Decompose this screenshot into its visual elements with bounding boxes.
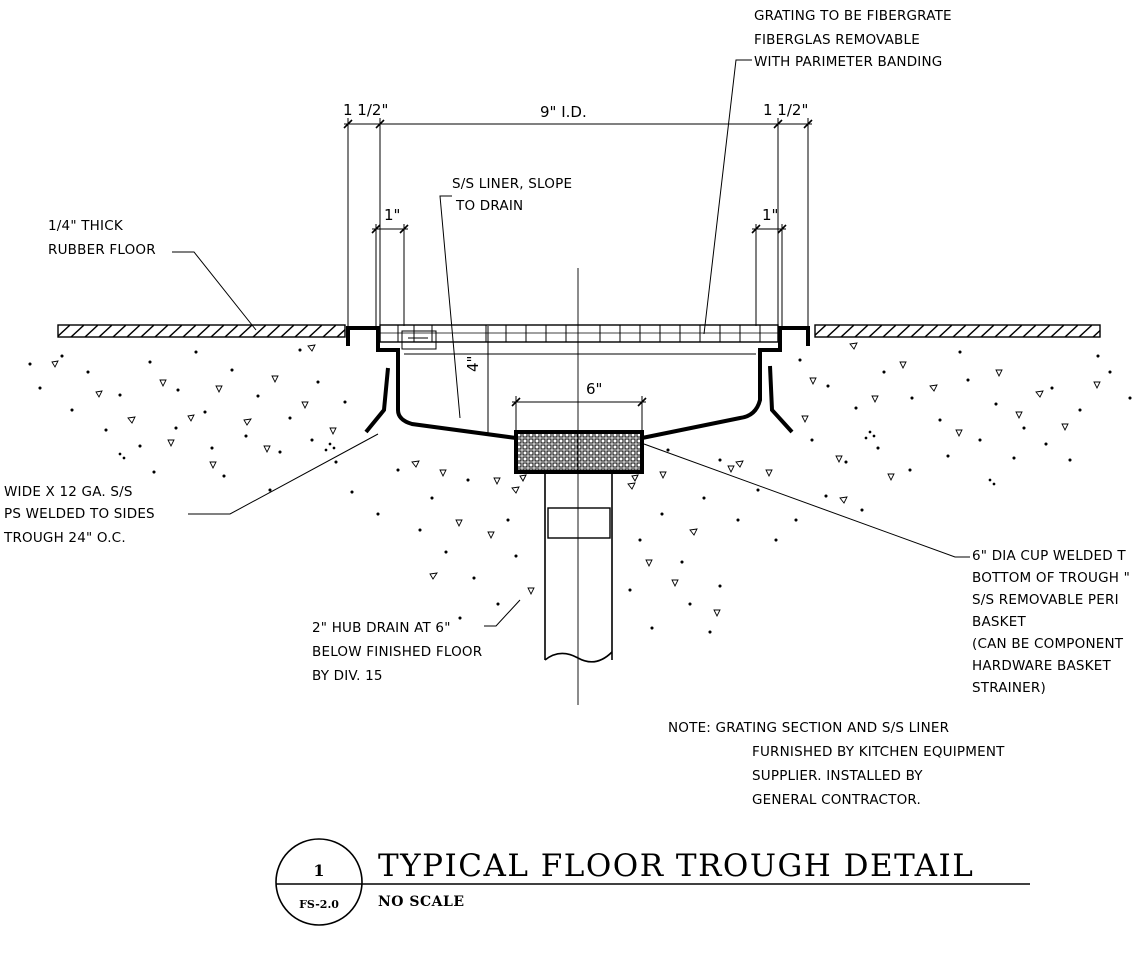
cup-line-1: 6" DIA CUP WELDED T: [972, 548, 1126, 564]
detail-title: TYPICAL FLOOR TROUGH DETAIL: [378, 848, 974, 884]
hub-drain-line-1: 2" HUB DRAIN AT 6": [312, 620, 451, 636]
cup-line-4: BASKET: [972, 614, 1026, 630]
straps-line-1: WIDE X 12 GA. S/S: [4, 484, 133, 500]
note-line-3: SUPPLIER. INSTALLED BY: [752, 768, 923, 784]
grating-line-2: FIBERGLAS REMOVABLE: [754, 32, 920, 48]
note-line-2: FURNISHED BY KITCHEN EQUIPMENT: [752, 744, 1005, 760]
note-line-1: NOTE: GRATING SECTION AND S/S LINER: [668, 720, 949, 736]
dimension-text: 1 1/2" 9" I.D. 1 1/2" 1" 1" 4" 6": [343, 101, 808, 398]
dimension-lines: [343, 118, 813, 436]
dim-right-flange: 1 1/2": [763, 101, 808, 119]
hub-drain-line-3: BY DIV. 15: [312, 668, 383, 684]
detail-bubble: [275, 838, 363, 926]
dim-right-lip: 1": [762, 206, 778, 224]
leader-lines: [172, 59, 970, 627]
straps-line-2: PS WELDED TO SIDES: [4, 506, 155, 522]
straps-line-3: TROUGH 24" O.C.: [3, 530, 126, 546]
cup-line-7: STRAINER): [972, 680, 1046, 696]
callout-rubber-floor: 1/4" THICK RUBBER FLOOR: [48, 218, 156, 258]
sheet-number: FS-2.0: [299, 898, 339, 911]
detail-number: 1: [313, 861, 324, 880]
callout-grating: GRATING TO BE FIBERGRATE FIBERGLAS REMOV…: [754, 8, 952, 70]
dim-left-flange: 1 1/2": [343, 101, 388, 119]
trough-liner: [346, 326, 810, 474]
liner-line-2: TO DRAIN: [455, 198, 523, 214]
grating-line-3: WITH PARIMETER BANDING: [754, 54, 942, 70]
grating-line-1: GRATING TO BE FIBERGRATE: [754, 8, 952, 24]
dim-inner-width: 9" I.D.: [540, 103, 587, 121]
hub-drain-line-2: BELOW FINISHED FLOOR: [312, 644, 482, 660]
hub-drain-pipe: [519, 472, 639, 663]
rubber-floor: [57, 324, 1101, 338]
grating: [379, 324, 779, 350]
dim-depth: 4": [464, 356, 482, 372]
cup-line-2: BOTTOM OF TROUGH ": [972, 570, 1130, 586]
title-block: 1 FS-2.0 TYPICAL FLOOR TROUGH DETAIL NO …: [275, 838, 1030, 926]
cup-line-3: S/S REMOVABLE PERI: [972, 592, 1119, 608]
cup-line-6: HARDWARE BASKET: [972, 658, 1111, 674]
callout-liner: S/S LINER, SLOPE TO DRAIN: [452, 176, 572, 214]
dim-cup-width: 6": [586, 380, 602, 398]
note-line-4: GENERAL CONTRACTOR.: [752, 792, 921, 808]
cup-line-5: (CAN BE COMPONENT: [972, 636, 1124, 652]
concrete-aggregate: [28, 342, 1132, 634]
detail-scale: NO SCALE: [378, 894, 465, 910]
callout-cup: 6" DIA CUP WELDED T BOTTOM OF TROUGH " S…: [972, 548, 1130, 696]
rubber-floor-line-1: 1/4" THICK: [48, 218, 124, 234]
liner-line-1: S/S LINER, SLOPE: [452, 176, 572, 192]
callout-hub-drain: 2" HUB DRAIN AT 6" BELOW FINISHED FLOOR …: [312, 620, 482, 684]
callout-straps: WIDE X 12 GA. S/S PS WELDED TO SIDES TRO…: [3, 484, 155, 546]
dim-left-lip: 1": [384, 206, 400, 224]
rubber-floor-line-2: RUBBER FLOOR: [48, 242, 156, 258]
note-text: NOTE: GRATING SECTION AND S/S LINER FURN…: [668, 720, 1005, 808]
